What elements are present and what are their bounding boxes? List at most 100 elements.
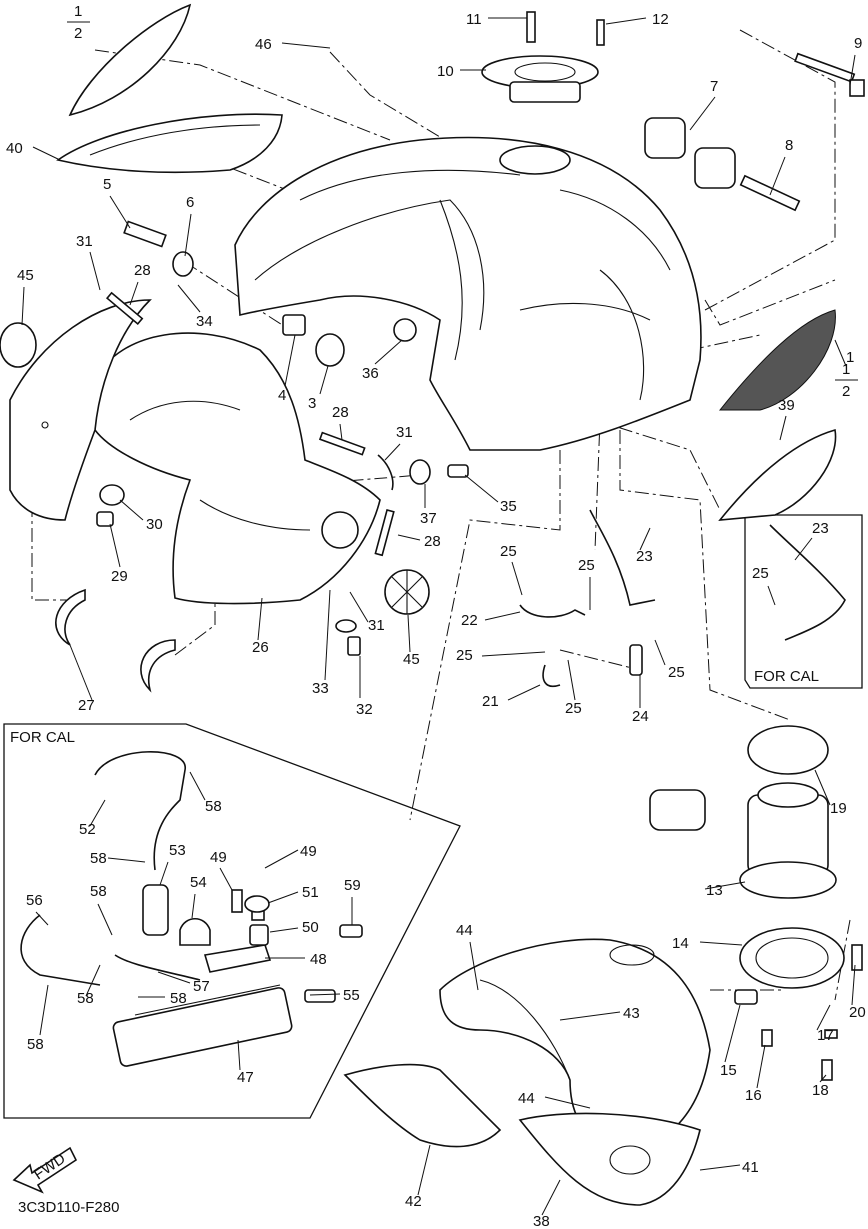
fuel-pump-13	[649, 782, 837, 899]
callout-number-31: 31	[396, 424, 413, 441]
cal-bracket-48	[203, 944, 272, 973]
callout-number-1: 1	[846, 349, 854, 366]
callout-leader-21	[507, 684, 541, 701]
callout-leader-28	[339, 423, 343, 441]
callout-number-23: 23	[636, 548, 653, 565]
callout-leader-7	[689, 96, 716, 131]
collar-29	[96, 511, 114, 527]
callout-number-50: 50	[302, 919, 319, 936]
callout-leader-49	[219, 867, 233, 891]
callout-leader-25	[654, 639, 666, 666]
callout-leader-51	[267, 891, 299, 904]
callout-leader-6	[184, 213, 192, 257]
callout-leader-55	[309, 993, 341, 996]
callout-number-30: 30	[146, 516, 163, 533]
for-cal-label-left: FOR CAL	[10, 729, 75, 746]
callout-leader-25	[511, 561, 523, 596]
callout-number-37: 37	[420, 510, 437, 527]
callout-leader-3	[319, 365, 329, 395]
callout-leader-41	[699, 1164, 741, 1171]
callout-leader-47	[237, 1039, 241, 1071]
under-cover-42	[343, 1063, 502, 1148]
gasket-19	[747, 725, 829, 775]
screw-32	[347, 636, 361, 656]
callout-leader-57	[157, 971, 191, 984]
callout-leader-36	[374, 339, 403, 365]
callout-leader-25	[767, 585, 776, 606]
callout-number-3: 3	[308, 395, 316, 412]
callout-number-6: 6	[186, 194, 194, 211]
nut-36	[393, 318, 417, 342]
callout-number-31: 31	[76, 233, 93, 250]
callout-leader-42	[417, 1144, 431, 1196]
callout-leader-13	[704, 881, 746, 890]
washer-37	[409, 459, 431, 485]
bolt-9	[794, 52, 865, 97]
callout-number-11: 11	[466, 11, 482, 28]
knee-pad	[56, 3, 283, 174]
callout-leader-49	[264, 849, 299, 869]
fraction-top: 1 2	[67, 3, 90, 42]
callout-leader-58	[39, 984, 49, 1036]
callout-number-12: 12	[652, 11, 669, 28]
under-cover-41	[518, 1112, 701, 1206]
callout-number-22: 22	[461, 612, 478, 629]
callout-number-21: 21	[482, 693, 499, 710]
callout-leader-40	[32, 146, 61, 161]
callout-number-29: 29	[111, 568, 128, 585]
callout-number-28: 28	[134, 262, 151, 279]
callout-leader-27	[69, 644, 93, 701]
callout-number-24: 24	[632, 708, 649, 725]
small-fasteners-15-20	[734, 944, 863, 1081]
callout-leader-52	[89, 799, 106, 827]
callout-number-16: 16	[745, 1087, 762, 1104]
callout-number-28: 28	[332, 404, 349, 421]
cal-canister-47	[112, 984, 293, 1067]
callout-number-28: 28	[424, 533, 441, 550]
callout-leader-23	[794, 537, 813, 561]
callout-leader-15	[724, 1004, 741, 1063]
callout-number-25: 25	[500, 543, 517, 560]
side-cover-left	[94, 332, 381, 605]
callout-leader-29	[109, 523, 121, 568]
callout-leader-58	[97, 903, 113, 936]
callout-number-58: 58	[170, 990, 187, 1007]
for-cal-label-right: FOR CAL	[754, 668, 819, 685]
callout-number-38: 38	[533, 1213, 550, 1229]
callout-leader-31	[349, 591, 369, 623]
callout-number-33: 33	[312, 680, 329, 697]
fuel-pump-bracket-14	[739, 927, 845, 989]
callout-number-57: 57	[193, 978, 210, 995]
callout-number-45: 45	[403, 651, 420, 668]
callout-leader-22	[484, 611, 521, 621]
callout-number-10: 10	[437, 63, 454, 80]
callout-number-49: 49	[300, 843, 317, 860]
callout-number-47: 47	[237, 1069, 254, 1086]
callout-leader-30	[119, 499, 144, 521]
callout-number-58: 58	[90, 850, 107, 867]
callout-number-18: 18	[812, 1082, 829, 1099]
callout-number-49: 49	[210, 849, 227, 866]
callout-number-54: 54	[190, 874, 207, 891]
callout-number-9: 9	[854, 35, 862, 52]
fwd-arrow-icon: FWD	[12, 1146, 78, 1194]
callout-number-48: 48	[310, 951, 327, 968]
side-panel-outer	[0, 299, 152, 521]
callout-leader-50	[269, 927, 299, 933]
callout-number-32: 32	[356, 701, 373, 718]
dampers-7	[644, 117, 736, 189]
fuel-hoses	[519, 509, 846, 687]
fraction-right-num: 1	[842, 361, 850, 378]
fuel-cap	[481, 55, 599, 103]
callout-leader-34	[177, 284, 201, 313]
cal-hoses-56-57	[20, 914, 201, 986]
diagram-code: 3C3D110-F280	[18, 1199, 119, 1216]
callout-leader-31	[384, 443, 401, 461]
callout-number-23: 23	[812, 520, 829, 537]
fuel-tank	[234, 136, 702, 451]
callout-leader-12	[605, 17, 647, 25]
bolt-12	[596, 19, 605, 46]
cover-45-round	[384, 569, 430, 615]
callout-number-51: 51	[302, 884, 319, 901]
